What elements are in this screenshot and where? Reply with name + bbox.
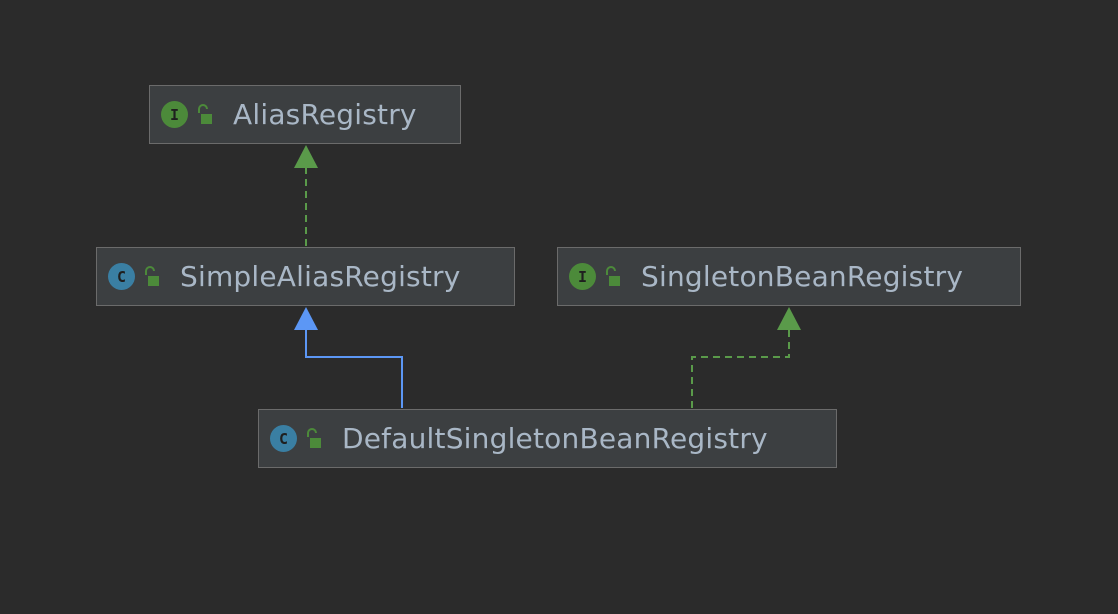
class-icon: C (270, 425, 297, 452)
node-singletonbeanregistry[interactable]: I SingletonBeanRegistry (557, 247, 1021, 306)
node-aliasregistry[interactable]: I AliasRegistry (149, 85, 461, 144)
edge-defaultsingletonbeanregistry-extends-simplealiasregistry (294, 307, 403, 408)
unlocked-icon (198, 103, 212, 124)
node-label: AliasRegistry (233, 98, 417, 131)
class-icon: C (108, 263, 135, 290)
node-label: SimpleAliasRegistry (180, 260, 461, 293)
arrowhead-icon (777, 307, 801, 330)
node-defaultsingletonbeanregistry[interactable]: C DefaultSingletonBeanRegistry (258, 409, 837, 468)
node-label: SingletonBeanRegistry (641, 260, 964, 293)
edge-line (691, 330, 790, 408)
node-label: DefaultSingletonBeanRegistry (342, 422, 768, 455)
edge-simplealiasregistry-implements-aliasregistry (294, 145, 318, 246)
edge-defaultsingletonbeanregistry-implements-singletonbeanregistry (691, 307, 801, 408)
interface-icon: I (569, 263, 596, 290)
arrowhead-icon (294, 145, 318, 168)
interface-icon: I (161, 101, 188, 128)
edge-line (305, 330, 403, 408)
unlocked-icon (606, 265, 620, 286)
node-simplealiasregistry[interactable]: C SimpleAliasRegistry (96, 247, 515, 306)
unlocked-icon (145, 265, 159, 286)
arrowhead-icon (294, 307, 318, 330)
unlocked-icon (307, 427, 321, 448)
